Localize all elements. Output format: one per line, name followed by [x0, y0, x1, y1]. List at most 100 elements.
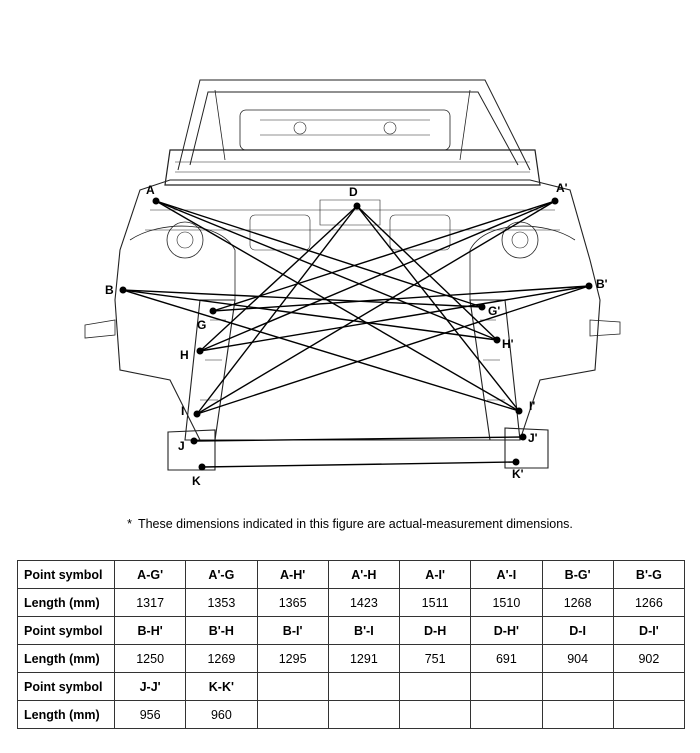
label-g-prime: G'	[488, 304, 500, 318]
length-cell: 751	[398, 644, 472, 673]
point-k	[198, 463, 206, 471]
length-cell	[612, 700, 686, 729]
label-h-prime: H'	[502, 337, 514, 351]
length-cell: 1295	[256, 644, 329, 673]
label-k-prime: K'	[512, 467, 524, 481]
point-symbol-cell	[612, 672, 686, 701]
left-side-member	[184, 299, 236, 441]
point-symbol-header: Point symbol	[17, 672, 115, 701]
point-symbol-cell: A'-G	[185, 560, 258, 589]
point-j	[190, 437, 198, 445]
note-asterisk: *	[127, 517, 132, 531]
length-cell	[398, 700, 472, 729]
length-header: Length (mm)	[17, 588, 115, 617]
point-symbol-cell: D-I	[541, 616, 614, 645]
length-cell: 1423	[327, 588, 401, 617]
point-symbol-cell: A-H'	[256, 560, 329, 589]
point-symbol-cell: B-G'	[541, 560, 614, 589]
point-symbol-cell: A-G'	[113, 560, 187, 589]
left-front-plate	[167, 429, 216, 471]
point-symbol-cell: B'-G	[612, 560, 686, 589]
label-i: I	[181, 404, 184, 418]
length-cell: 956	[113, 700, 187, 729]
point-symbol-cell: J-J'	[113, 672, 187, 701]
point-symbol-cell: D-I'	[612, 616, 686, 645]
point-symbol-cell: B'-H	[185, 616, 258, 645]
note-text: These dimensions indicated in this figur…	[137, 517, 573, 531]
label-d: D	[349, 185, 358, 199]
right-side-member	[469, 299, 521, 441]
length-cell: 1266	[612, 588, 686, 617]
label-j: J	[178, 439, 185, 453]
point-symbol-cell	[541, 672, 614, 701]
length-cell: 904	[541, 644, 614, 673]
length-cell: 1291	[327, 644, 401, 673]
length-cell: 1353	[185, 588, 258, 617]
point-symbol-cell: D-H'	[470, 616, 543, 645]
point-g	[209, 307, 217, 315]
length-cell: 1510	[470, 588, 543, 617]
label-g: G	[197, 318, 206, 332]
length-cell: 1269	[185, 644, 258, 673]
length-cell: 691	[470, 644, 543, 673]
point-symbol-cell	[398, 672, 472, 701]
point-symbol-cell: K-K'	[185, 672, 258, 701]
length-cell	[327, 700, 401, 729]
label-a-prime: A'	[556, 181, 568, 195]
length-cell: 902	[612, 644, 686, 673]
label-j-prime: J'	[528, 431, 538, 445]
length-cell: 1250	[113, 644, 187, 673]
hood-outline	[177, 79, 531, 171]
body-outline	[114, 179, 601, 441]
point-symbol-cell: D-H	[398, 616, 472, 645]
point-a-prime	[551, 197, 559, 205]
point-g-prime	[478, 303, 486, 311]
point-symbol-cell: A-I'	[398, 560, 472, 589]
point-symbol-header: Point symbol	[17, 560, 115, 589]
length-cell: 1268	[541, 588, 614, 617]
length-cell: 1317	[113, 588, 187, 617]
point-d	[353, 202, 361, 210]
point-symbol-cell	[470, 672, 543, 701]
label-k: K	[192, 474, 201, 488]
measurement-note: * These dimensions indicated in this figu…	[0, 517, 700, 531]
label-b-prime: B'	[596, 277, 608, 291]
point-i	[193, 410, 201, 418]
length-cell	[541, 700, 614, 729]
point-symbol-cell	[256, 672, 329, 701]
point-symbol-cell: B'-I	[327, 616, 401, 645]
point-h-prime	[493, 336, 501, 344]
length-cell	[470, 700, 543, 729]
length-cell	[256, 700, 329, 729]
point-a	[152, 197, 160, 205]
length-cell: 960	[185, 700, 258, 729]
right-front-plate	[504, 427, 549, 469]
cowl-crossmember	[164, 149, 541, 186]
length-header: Length (mm)	[17, 700, 115, 729]
point-h	[196, 347, 204, 355]
point-i-prime	[515, 407, 523, 415]
point-b	[119, 286, 127, 294]
point-symbol-cell: A'-I	[470, 560, 543, 589]
point-symbol-cell: B-I'	[256, 616, 329, 645]
point-symbol-header: Point symbol	[17, 616, 115, 645]
engine-compartment-diagram: A A' B B' D G G' H H' I I' J J' K K'	[84, 79, 621, 488]
point-symbol-cell: B-H'	[113, 616, 187, 645]
label-a: A	[146, 183, 155, 197]
length-cell: 1365	[256, 588, 329, 617]
label-i-prime: I'	[529, 399, 535, 413]
point-symbol-cell	[327, 672, 401, 701]
length-header: Length (mm)	[17, 644, 115, 673]
label-b: B	[105, 283, 114, 297]
length-cell: 1511	[398, 588, 472, 617]
point-symbol-cell: A'-H	[327, 560, 401, 589]
point-k-prime	[512, 458, 520, 466]
point-j-prime	[519, 433, 527, 441]
